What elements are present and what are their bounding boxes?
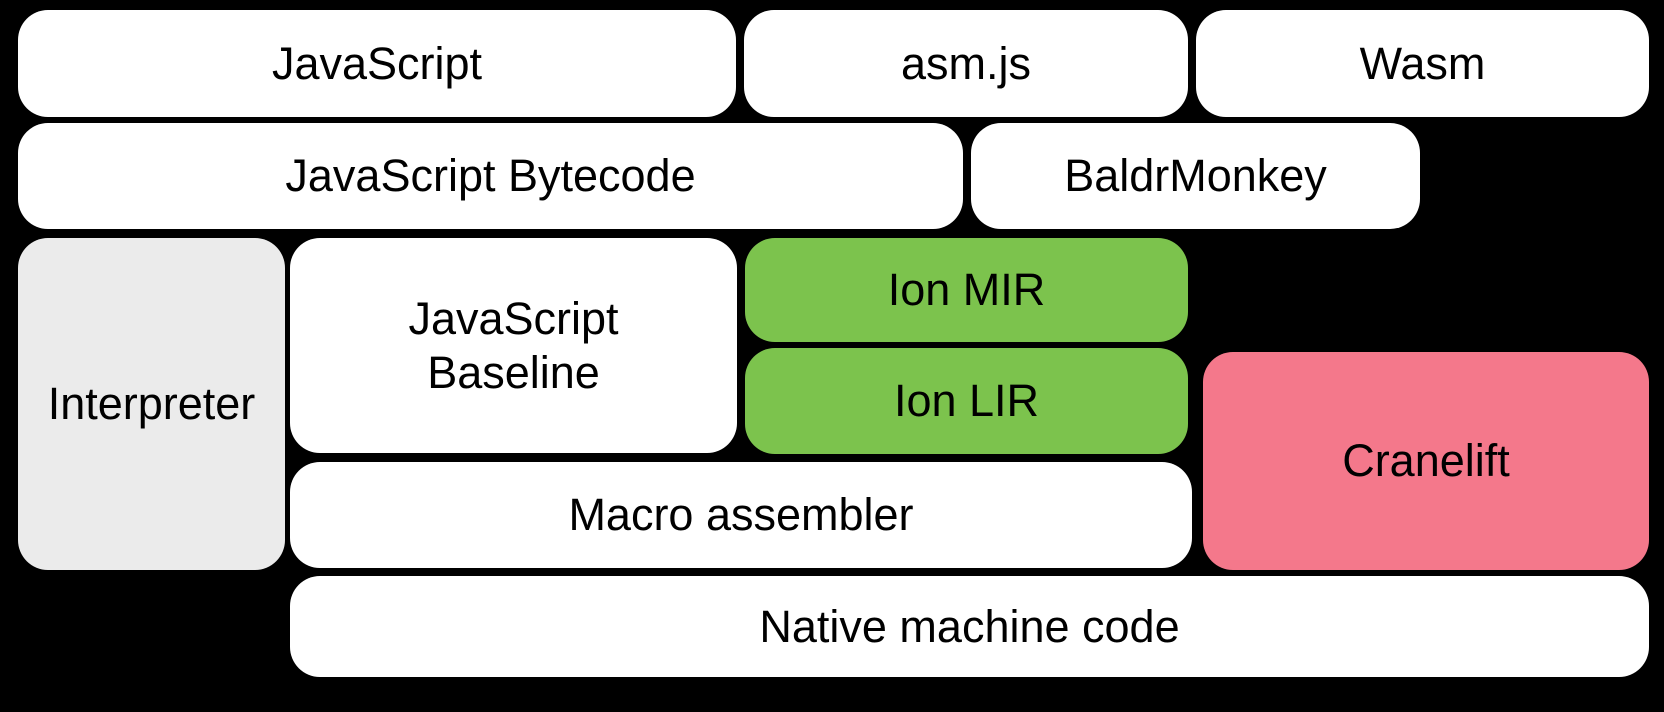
box-ion-lir: Ion LIR [745, 348, 1188, 454]
box-interpreter: Interpreter [18, 238, 285, 570]
box-wasm-label: Wasm [1359, 37, 1486, 89]
box-javascript-baseline-label: JavaScript Baseline [408, 293, 619, 398]
box-javascript: JavaScript [18, 10, 736, 117]
box-cranelift-label: Cranelift [1342, 435, 1510, 487]
box-macro-assembler: Macro assembler [290, 462, 1192, 568]
box-native-machine-code-label: Native machine code [759, 600, 1180, 652]
box-baldrmonkey-label: BaldrMonkey [1064, 150, 1327, 202]
box-cranelift: Cranelift [1203, 352, 1649, 570]
box-javascript-bytecode-label: JavaScript Bytecode [285, 150, 696, 202]
box-javascript-label: JavaScript [271, 37, 483, 89]
box-native-machine-code: Native machine code [290, 576, 1649, 677]
box-ion-mir: Ion MIR [745, 238, 1188, 342]
box-macro-assembler-label: Macro assembler [568, 489, 914, 541]
box-ion-mir-label: Ion MIR [887, 264, 1046, 316]
box-asmjs-label: asm.js [900, 37, 1031, 89]
box-interpreter-label: Interpreter [47, 378, 256, 430]
box-ion-lir-label: Ion LIR [893, 375, 1040, 427]
box-wasm: Wasm [1196, 10, 1649, 117]
box-javascript-baseline: JavaScript Baseline [290, 238, 737, 453]
box-baldrmonkey: BaldrMonkey [971, 123, 1420, 229]
box-javascript-bytecode: JavaScript Bytecode [18, 123, 963, 229]
box-asmjs: asm.js [744, 10, 1188, 117]
